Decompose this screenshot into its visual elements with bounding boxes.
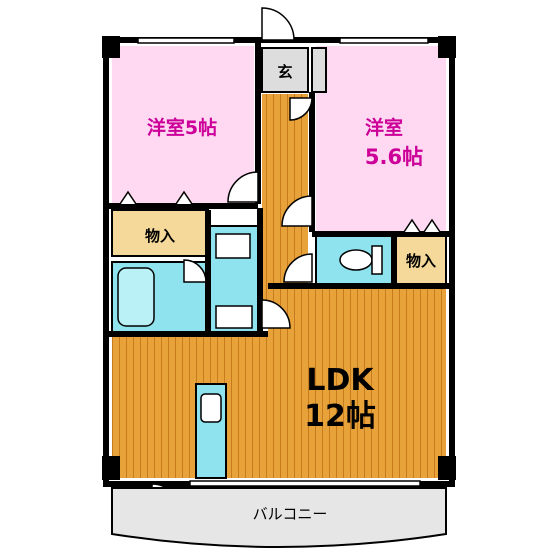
closet-doors: [119, 190, 441, 233]
columns: [102, 36, 456, 480]
closet-left: [111, 209, 209, 257]
closet-left-label: 物入: [145, 227, 175, 245]
ldk-label-2: 12帖: [304, 399, 376, 434]
washbasin: [215, 233, 251, 259]
balcony-area: [111, 487, 447, 548]
shoe-cabinet: [311, 47, 327, 93]
western-room-right-label-1: 洋室: [365, 116, 403, 139]
ldk-label-1: LDK: [306, 363, 375, 398]
windows: [137, 37, 429, 487]
washing-machine-space: [215, 305, 253, 329]
closet-right-label: 物入: [406, 252, 436, 270]
entrance-area: [261, 47, 309, 93]
bathtub: [117, 267, 155, 327]
toilet-icon: [339, 249, 373, 271]
western-room-right: [316, 46, 446, 232]
balcony-label: バルコニー: [253, 505, 328, 523]
kitchen-sink: [200, 393, 222, 423]
entrance-label: 玄: [277, 63, 292, 81]
toilet-tank: [371, 245, 383, 275]
western-room-left-label: 洋室5帖: [147, 116, 217, 139]
western-room-left: [112, 46, 254, 204]
western-room-right-label-2: 5.6帖: [365, 145, 423, 169]
